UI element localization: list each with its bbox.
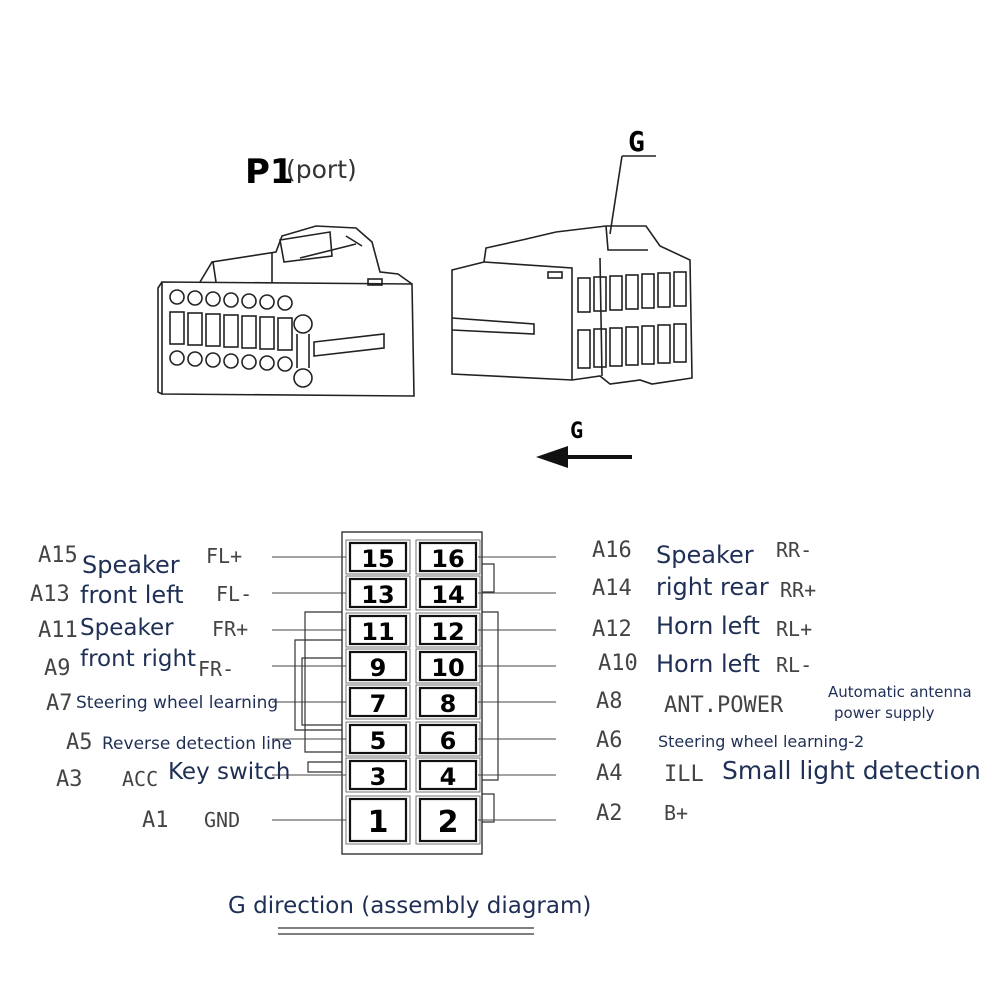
pin-desc-6: Steering wheel learning-2 — [658, 732, 864, 751]
pin-12-number: 12 — [431, 618, 464, 646]
pin-signal-12: RL+ — [776, 617, 812, 641]
pin-code-A2: A2 — [596, 801, 623, 826]
pin-2-number: 2 — [438, 805, 459, 840]
arrow-head-icon — [536, 446, 568, 468]
pin-1-number: 1 — [368, 805, 389, 840]
pin-5-cell — [348, 723, 408, 755]
pin-7-number: 7 — [370, 690, 387, 718]
pin-code-A12: A12 — [592, 617, 632, 642]
front-view-bottom-holes — [169, 350, 293, 372]
front-view-top-holes — [169, 289, 293, 311]
pin-8-cell — [418, 686, 478, 718]
pin-16-cell — [418, 541, 478, 573]
pin-code-A3: A3 — [56, 767, 83, 792]
g-direction-arrow: G — [536, 419, 632, 468]
pin-code-A8: A8 — [596, 689, 623, 714]
pin-9-cell — [348, 650, 408, 682]
pin-desc-14: right rear — [656, 573, 769, 601]
g-callout-label: G — [628, 125, 645, 158]
g-callout: G — [609, 125, 656, 235]
pin-signal-9: FR- — [198, 657, 234, 681]
pin-desc-13: front left — [80, 581, 184, 609]
pin-desc-3: Key switch — [168, 759, 290, 785]
pin-desc-12: Horn left — [656, 612, 760, 640]
pin-3-number: 3 — [370, 763, 387, 791]
pin-code-A6: A6 — [596, 728, 623, 753]
pin-desc-10: Horn left — [656, 650, 760, 678]
g-arrow-label: G — [570, 419, 583, 444]
pin-14-number: 14 — [431, 581, 464, 609]
pin-13-cell — [348, 577, 408, 609]
pin-code-A4: A4 — [596, 761, 623, 786]
pin-desc-16: Speaker — [656, 541, 754, 569]
pin-code-A7: A7 — [46, 691, 73, 716]
pin-16-number: 16 — [431, 545, 464, 573]
pin-desc-9: front right — [80, 646, 196, 672]
pin-desc-8: Automatic antenna — [828, 683, 972, 701]
connector-rear-view — [451, 225, 693, 385]
pin-signal-2: B+ — [664, 801, 688, 825]
pin-desc-4: Small light detection — [722, 756, 981, 785]
pin-code-A16: A16 — [592, 538, 632, 563]
pin-6-number: 6 — [440, 727, 457, 755]
pinout-block: 15 13 11 9 7 5 3 1 16 14 12 10 8 6 4 2 — [294, 531, 499, 855]
pin-signal-3: ACC — [122, 767, 158, 791]
pin-signal-4: ILL — [664, 762, 704, 787]
pin-block-outline — [341, 531, 483, 855]
pin-3-cell — [348, 759, 408, 791]
pin-desc-5: Reverse detection line — [102, 734, 292, 754]
pin-11-cell — [348, 614, 408, 646]
pin-signal-11: FR+ — [212, 617, 248, 641]
pin-signal-10: RL- — [776, 653, 812, 677]
pin-9-number: 9 — [370, 654, 387, 682]
pin-5-number: 5 — [370, 727, 387, 755]
pin-signal-1: GND — [204, 808, 240, 832]
pin-desc-11: Speaker — [80, 615, 174, 641]
pin-signal-16: RR- — [776, 538, 812, 562]
diagram-caption: G direction (assembly diagram) — [228, 893, 591, 919]
pin-8-number: 8 — [440, 690, 457, 718]
pin-6-cell — [418, 723, 478, 755]
pin-4-cell — [418, 759, 478, 791]
pin-code-A14: A14 — [592, 576, 632, 601]
pin-signal-13: FL- — [216, 582, 252, 606]
pin-10-number: 10 — [431, 654, 464, 682]
pin-code-A5: A5 — [66, 730, 93, 755]
pin-4-number: 4 — [440, 763, 457, 791]
pin-2-cell — [418, 797, 478, 843]
pin-code-A13: A13 — [30, 582, 70, 607]
pin-15-cell — [348, 541, 408, 573]
pin-7-cell — [348, 686, 408, 718]
pin-1-cell — [348, 797, 408, 843]
pin-10-cell — [418, 650, 478, 682]
pin-code-A9: A9 — [44, 656, 71, 681]
pin-signal-8: ANT.POWER — [664, 693, 784, 718]
pin-code-A10: A10 — [598, 651, 638, 676]
pin-14-cell — [418, 577, 478, 609]
pin-13-number: 13 — [361, 581, 394, 609]
pin-signal-14: RR+ — [780, 578, 816, 602]
pin-desc-15: Speaker — [82, 551, 180, 579]
connector-name-suffix: (port) — [286, 155, 357, 184]
pin-15-number: 15 — [361, 545, 394, 573]
pin-code-A15: A15 — [38, 543, 78, 568]
connector-name: P1 — [245, 152, 294, 192]
pin-code-A1: A1 — [142, 808, 169, 833]
pin-desc2-8: power supply — [834, 704, 935, 722]
pin-12-cell — [418, 614, 478, 646]
pin-11-number: 11 — [361, 618, 394, 646]
connector-front-view — [157, 225, 415, 397]
pin-desc-7: Steering wheel learning — [76, 693, 278, 713]
pin-code-A11: A11 — [38, 618, 78, 643]
pin-signal-15: FL+ — [206, 544, 242, 568]
